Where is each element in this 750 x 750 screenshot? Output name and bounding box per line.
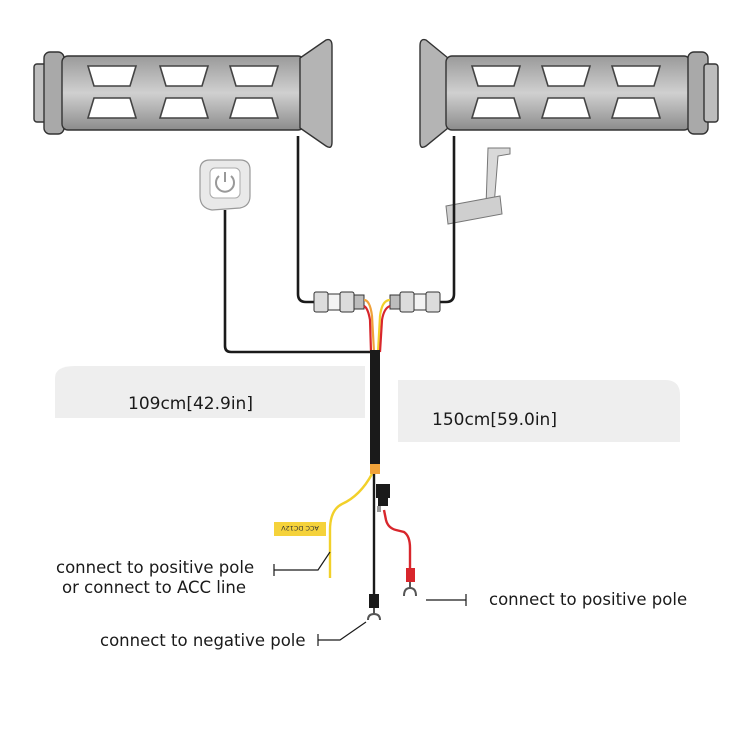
- cable-length-right: 150cm[59.0in]: [432, 410, 557, 430]
- acc-wire: [328, 473, 374, 578]
- left-handlebar-grip: [33, 38, 333, 149]
- power-switch-icon: [199, 159, 251, 211]
- main-cable-trunk: [370, 350, 380, 470]
- acc-tag: ACC DC12V: [274, 522, 326, 536]
- length-panel-left: [55, 366, 365, 418]
- left-connector: [313, 291, 365, 313]
- pointer-negative: [317, 621, 367, 646]
- left-grip-wire: [296, 136, 314, 304]
- negative-connection-label: connect to negative pole: [100, 631, 306, 650]
- right-connector: [389, 291, 441, 313]
- cable-length-left: 109cm[42.9in]: [128, 394, 253, 414]
- pointer-acc: [273, 551, 331, 576]
- acc-tag-label: ACC DC12V: [281, 524, 319, 532]
- right-handlebar-grip: [419, 38, 719, 149]
- positive-connection-label: connect to positive pole: [489, 590, 688, 609]
- acc-connection-label-line1: connect to positive pole: [56, 558, 255, 577]
- pointer-positive: [426, 594, 467, 606]
- fuse-holder-icon: [376, 484, 390, 512]
- positive-wire: [382, 509, 412, 572]
- switch-mount-bracket: [445, 147, 511, 225]
- acc-connection-label-line2: or connect to ACC line: [62, 578, 247, 597]
- length-panel-right: [398, 380, 680, 442]
- switch-wire: [223, 210, 374, 354]
- fork-terminal-icon: [367, 582, 417, 621]
- right-grip-wire: [438, 136, 456, 304]
